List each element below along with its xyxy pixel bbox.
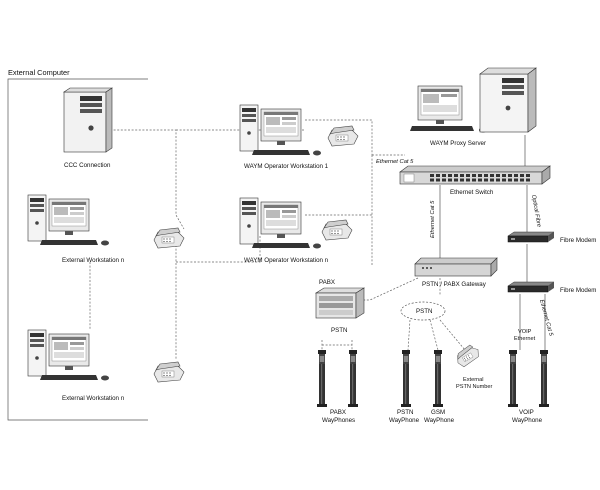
wayphone-pillar-icon [317, 350, 327, 407]
fibre-modem-1-icon [507, 231, 555, 243]
wayphone-pillar-icon [433, 350, 443, 407]
fibre-modem-2-icon [507, 281, 555, 293]
external-phone-icon [452, 342, 483, 369]
link-ccc-to-network [110, 129, 185, 230]
pabx-icon [314, 287, 366, 319]
desk-phone-icon [321, 219, 353, 241]
external-workstation-top-label: External Workstation n [62, 257, 125, 264]
proxy-server-label: WAYM Proxy Server [430, 140, 486, 147]
external-pstn-line1: External [463, 377, 484, 383]
desk-phone-icon [327, 125, 359, 147]
link-op-ws1 [305, 119, 373, 155]
pstn-cloud [400, 301, 446, 321]
wayphone-pillar-icon [348, 350, 358, 407]
voip-ethernet-line1: VOIP [518, 329, 532, 335]
optical-fibre-label: Optical Fibre [530, 194, 542, 228]
link-pstn-to-phones [407, 319, 466, 351]
link-gateway-to-pabx [360, 277, 419, 301]
phone-group-label: GSM [431, 409, 445, 416]
phone-group-label: PSTN [397, 409, 414, 416]
group-title: External Computer [8, 68, 70, 77]
desk-phone-icon [153, 227, 185, 249]
fibre-modem-1-label: Fibre Modem [560, 237, 596, 244]
phone-group-label: WayPhone [389, 417, 420, 424]
phone-group-label: WayPhones [322, 417, 355, 424]
voip-ethernet-line2: Ethernet [514, 336, 536, 342]
fibre-modem-2-label: Fibre Modem [560, 287, 596, 294]
gateway-label: PSTN / PABX Gateway [422, 281, 487, 288]
wayphone-pillar-icon [508, 350, 518, 407]
cat5-lower-label: Ethernet Cat 5 [538, 299, 554, 337]
ccc-server-icon [63, 87, 113, 153]
ethernet-switch-icon [399, 165, 551, 185]
phone-group-label: WayPhone [512, 417, 543, 424]
operator-workstation-1-icon [239, 104, 322, 156]
ethernet-switch-label: Ethernet Switch [450, 189, 494, 196]
ccc-label: CCC Connection [64, 162, 111, 169]
external-workstation-bottom-icon [27, 329, 110, 381]
external-workstation-bottom-label: External Workstation n [62, 395, 125, 402]
wayphone-pillar-icon [539, 350, 549, 407]
pabx-pstn-label: PSTN [331, 327, 348, 334]
desk-phone-icon [153, 361, 185, 383]
pstn-cloud-label: PSTN [416, 308, 433, 315]
cat5-top-label: Ethernet Cat 5 [376, 159, 414, 165]
operator-workstation-n-label: WAYM Operator Workstation n [244, 257, 329, 264]
operator-workstation-n-icon [239, 197, 322, 249]
phone-group-label: VOIP [519, 409, 534, 416]
external-workstation-top-icon [27, 194, 110, 246]
link-pabx-to-phones [321, 340, 353, 350]
wayphone-pillar-icon [401, 350, 411, 407]
external-pstn-line2: PSTN Number [456, 384, 493, 390]
phone-group-label: WayPhone [424, 417, 455, 424]
cat5-vertical-label: Ethernet Cat 5 [430, 200, 436, 238]
proxy-server-icon [410, 67, 537, 133]
pabx-label: PABX [319, 279, 335, 286]
external-computer-boundary [7, 78, 148, 421]
phone-group-label: PABX [330, 409, 346, 416]
gateway-icon [414, 257, 498, 277]
operator-workstation-1-label: WAYM Operator Workstation 1 [244, 163, 329, 170]
